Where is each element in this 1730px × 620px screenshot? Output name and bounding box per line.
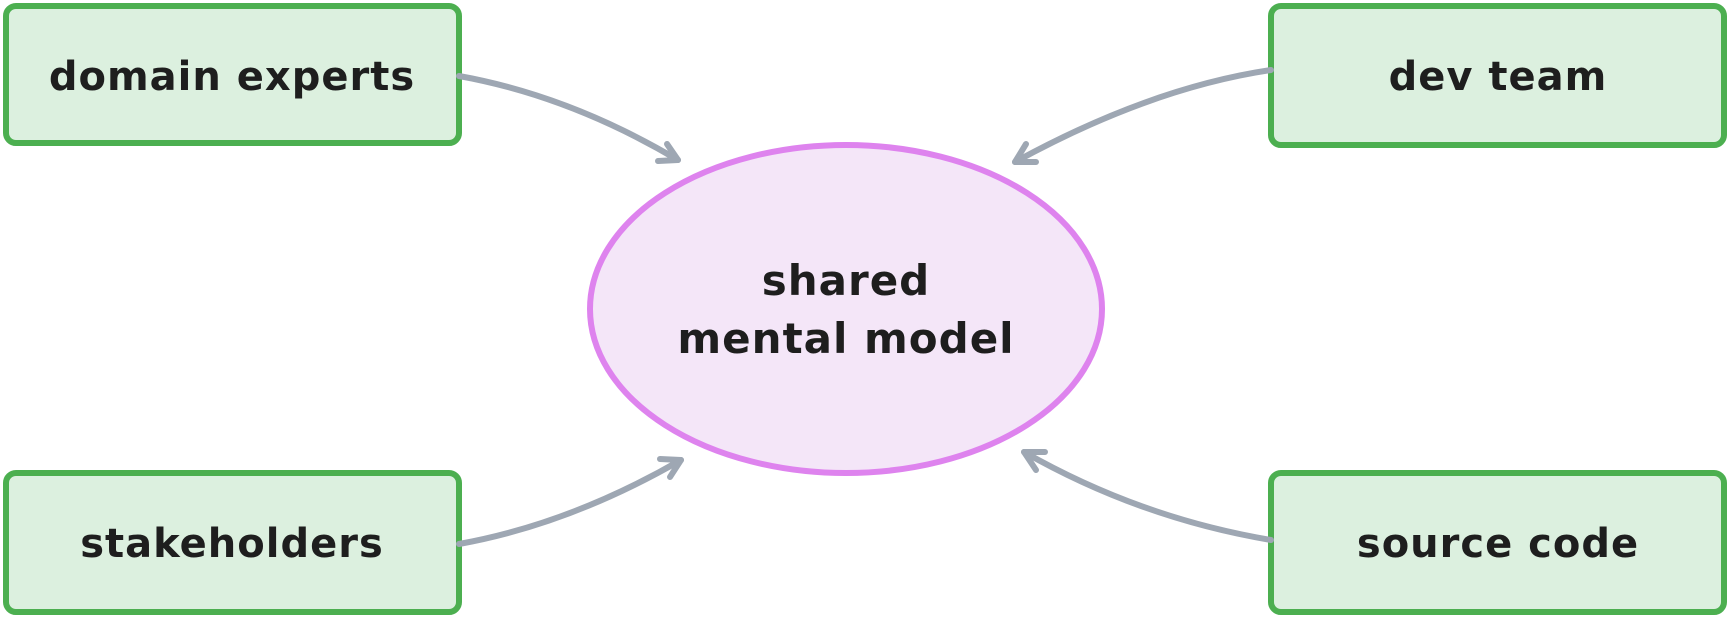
domain-experts-node: domain experts xyxy=(3,3,462,146)
arrow-head xyxy=(655,141,681,164)
arrow-head xyxy=(1012,141,1039,165)
arrow-domain-experts-to-model xyxy=(456,73,681,164)
stakeholders-node: stakeholders xyxy=(3,470,462,615)
shared-mental-model-node: shared mental model xyxy=(587,142,1105,476)
arrow-line xyxy=(1021,449,1274,543)
arrow-head xyxy=(657,456,684,480)
center-label-line1: shared xyxy=(762,256,931,305)
center-ellipse xyxy=(587,142,1105,476)
stakeholders-label: stakeholders xyxy=(80,521,384,567)
source-code-node: source code xyxy=(1268,470,1727,615)
domain-experts-label: domain experts xyxy=(49,54,415,100)
dev-team-node: dev team xyxy=(1268,3,1727,148)
source-code-label: source code xyxy=(1357,521,1639,567)
arrow-head xyxy=(1021,449,1048,473)
dev-team-box xyxy=(1268,3,1727,148)
arrow-line xyxy=(1012,67,1274,165)
center-label-line2: mental model xyxy=(677,314,1014,363)
arrow-line xyxy=(456,73,681,163)
arrow-stakeholders-to-model xyxy=(456,456,684,547)
dev-team-label: dev team xyxy=(1389,54,1608,100)
arrow-line xyxy=(456,457,684,547)
arrow-dev-team-to-model xyxy=(1012,67,1274,165)
arrow-source-code-to-model xyxy=(1021,449,1274,543)
